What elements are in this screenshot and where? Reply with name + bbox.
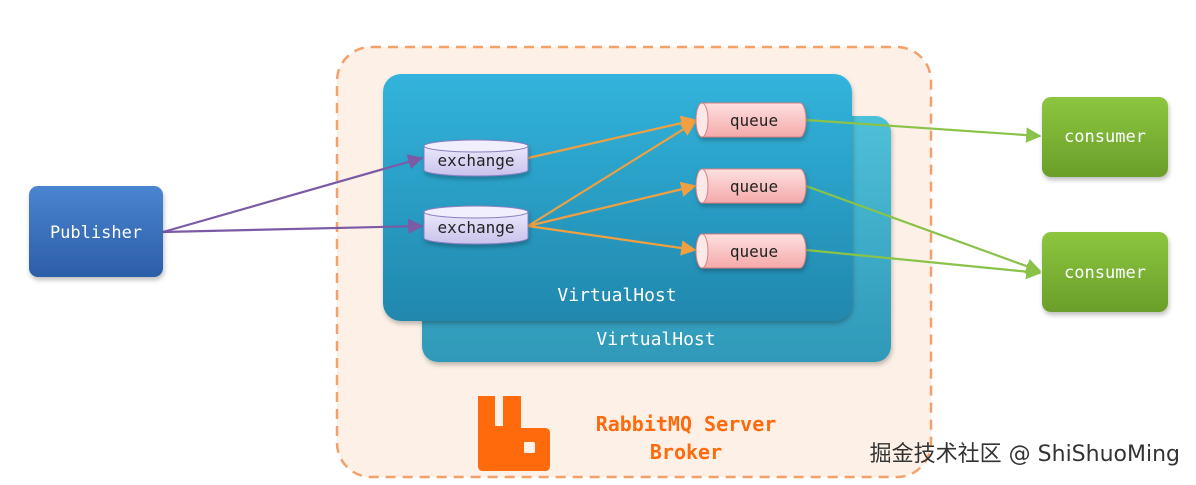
edge-publisher-exchange-2 [162,218,424,235]
broker-title: RabbitMQ Server [596,412,777,436]
edge-exchange-1-queue-1 [527,115,697,160]
consumer-node-1 [1042,97,1168,177]
queue-node-3 [695,233,807,269]
queue-node-2 [695,168,807,204]
publisher-node [29,186,163,277]
edge-exchange-2-queue-2 [527,181,697,228]
consume-edges [805,118,1042,280]
exchange-node-1 [423,139,529,177]
route-edges [527,115,697,256]
edge-exchange-2-queue-1 [527,121,697,227]
edge-exchange-2-queue-3 [527,224,697,256]
edge-publisher-exchange-1 [162,154,424,234]
virtualhost-back-label: VirtualHost [596,329,715,350]
consumer-label-1: consumer [1064,127,1146,147]
publish-edges [162,154,424,235]
edge-queue-1-consumer-1 [805,118,1042,143]
exchange-label-2: exchange [437,218,514,237]
edge-queue-3-consumer-2 [805,248,1042,280]
queue-node-1 [695,102,807,138]
exchange-node-2 [423,205,529,245]
exchange-label-1: exchange [437,151,514,170]
rabbitmq-logo-icon [478,396,550,471]
publisher-label: Publisher [50,223,142,243]
watermark: 掘金技术社区 @ ShiShuoMing [869,442,1180,467]
queue-label-2: queue [730,177,778,196]
queue-label-3: queue [730,242,778,261]
queue-label-1: queue [730,111,778,130]
virtualhost-front-label: VirtualHost [557,285,676,306]
consumer-label-2: consumer [1064,263,1146,283]
consumer-node-2 [1042,232,1168,312]
broker-subtitle: Broker [650,440,722,464]
edge-queue-2-consumer-2 [805,184,1042,274]
